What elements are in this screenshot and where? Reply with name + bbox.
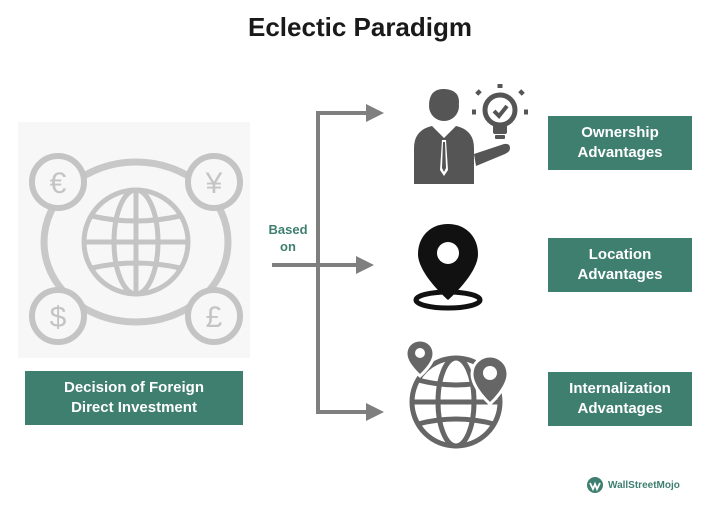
internalization-line-1: Internalization [569, 380, 671, 397]
euro-symbol: € [50, 167, 67, 200]
location-advantages-box: Location Advantages [548, 238, 692, 292]
based-on-line-1: Based [268, 222, 308, 237]
euro-icon [29, 153, 87, 211]
dollar-symbol: $ [50, 301, 67, 334]
decision-fdi-box: Decision of Foreign Direct Investment [25, 371, 243, 425]
arrow-bottom-head [366, 403, 384, 421]
globe-icon [81, 187, 191, 297]
arrow-top-head [366, 104, 384, 122]
location-pin-icon [413, 224, 483, 311]
wallstreetmojo-logo: WallStreetMojo [586, 474, 710, 496]
internalization-advantages-box: Internalization Advantages [548, 372, 692, 426]
globe-currency-illustration: € ¥ $ £ [29, 153, 243, 345]
logo-text: WallStreetMojo [608, 479, 680, 491]
ownership-line-1: Ownership [581, 124, 659, 141]
decision-line-1: Decision of Foreign [63, 379, 204, 396]
yen-icon [185, 153, 243, 211]
businessman-idea-icon [414, 84, 528, 184]
pound-symbol: £ [206, 301, 223, 334]
ownership-advantages-box: Ownership Advantages [548, 116, 692, 170]
location-line-1: Location [588, 246, 652, 263]
based-on-label: Based on [266, 221, 310, 255]
dollar-icon [29, 287, 87, 345]
logo-mark-icon [587, 477, 603, 493]
arrow-middle-head [356, 256, 374, 274]
yen-symbol: ¥ [205, 167, 223, 200]
decision-line-2: Direct Investment [71, 399, 197, 416]
pound-icon [185, 287, 243, 345]
location-line-2: Advantages [577, 266, 663, 283]
ownership-line-2: Advantages [577, 144, 663, 161]
based-on-line-2: on [280, 239, 296, 254]
page-title: Eclectic Paradigm [248, 12, 472, 42]
internalization-line-2: Advantages [577, 400, 663, 417]
globe-pins-icon [404, 338, 510, 449]
